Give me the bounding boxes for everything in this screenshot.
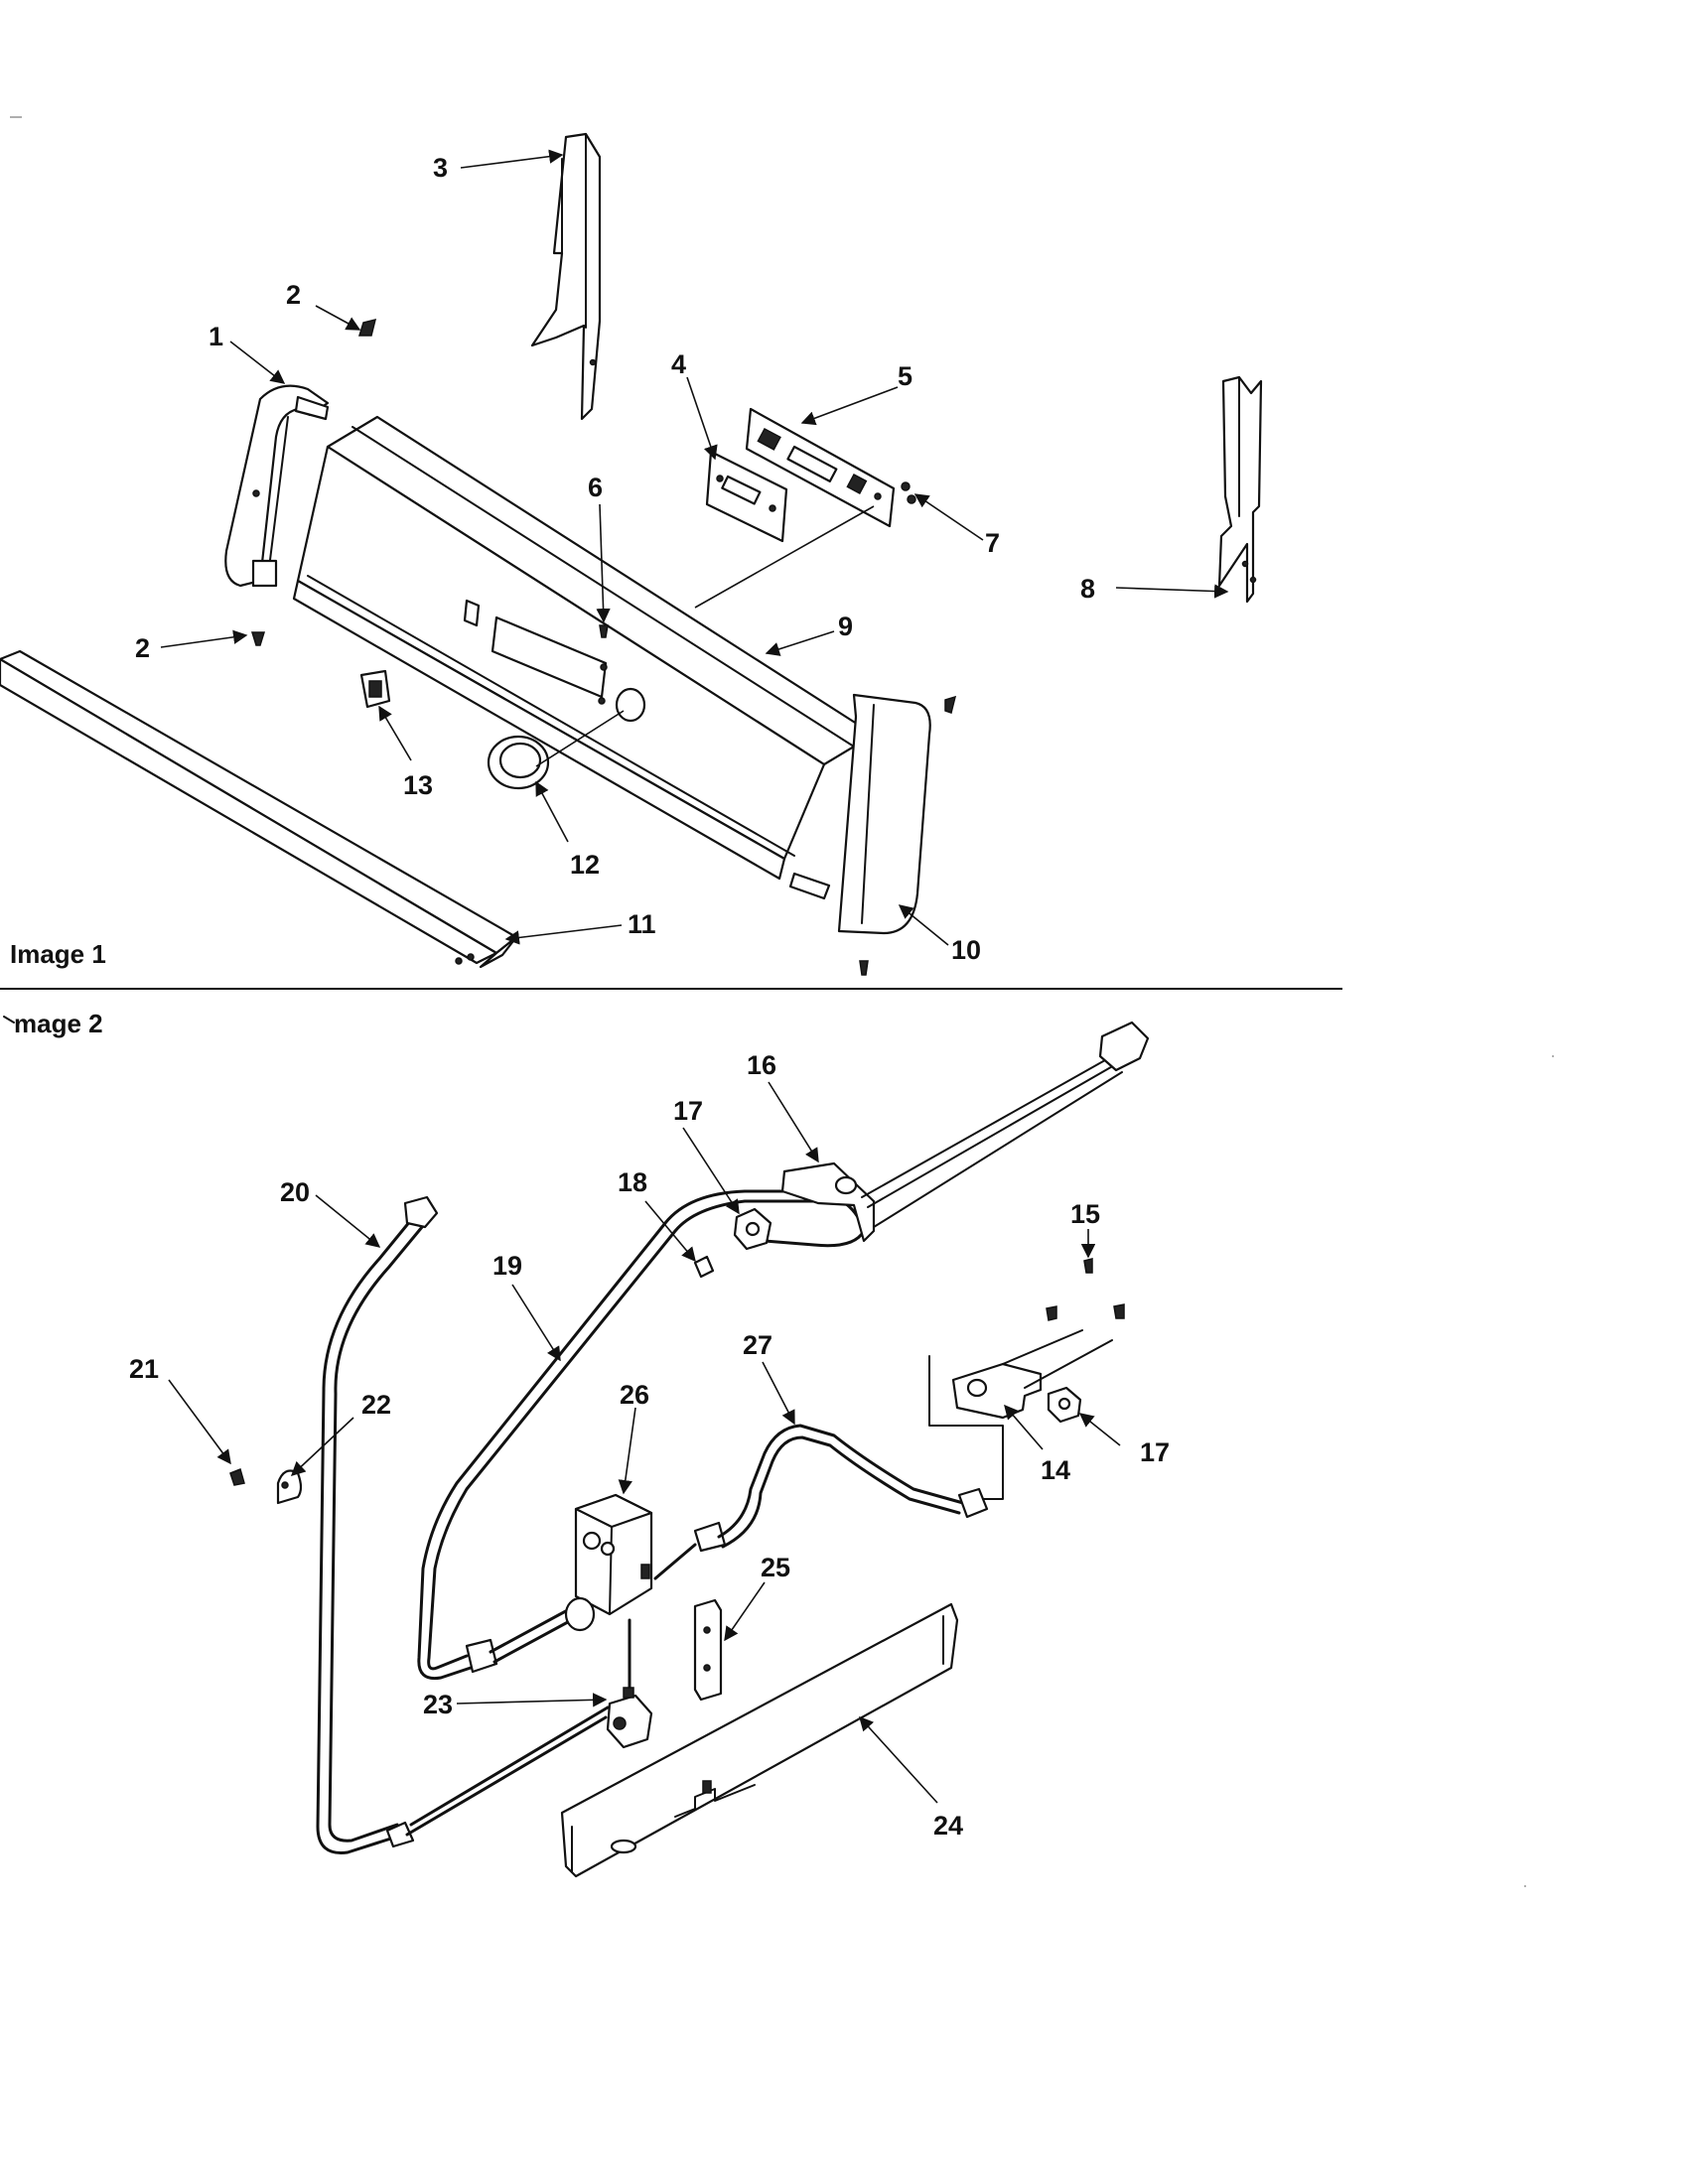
leader-26 <box>618 1407 636 1495</box>
leader-12 <box>535 780 569 843</box>
callout-6: 6 <box>588 473 603 502</box>
part-11-trim-rail <box>0 649 518 969</box>
part-3-vertical-bracket <box>530 132 602 421</box>
callout-24: 24 <box>933 1811 963 1841</box>
leader-11 <box>504 924 623 945</box>
callout-14: 14 <box>1041 1455 1070 1485</box>
leader-9-board <box>694 505 875 609</box>
part-24-mounting-bracket <box>560 1602 959 1878</box>
callout-11: 11 <box>628 909 656 939</box>
callout-1: 1 <box>209 322 223 351</box>
image2-gas-tubing-group: mage 2 <box>3 1009 1170 1878</box>
leader-4 <box>686 376 718 461</box>
callout-13: 13 <box>403 770 433 800</box>
leader-27 <box>762 1361 795 1426</box>
part-13-clip <box>359 669 391 709</box>
part-7-screws <box>901 481 916 504</box>
part-15-screws <box>1046 1258 1125 1321</box>
part-23-pilot-fitting <box>606 1687 653 1749</box>
part-4-control-overlay <box>705 450 788 543</box>
leader-2b <box>160 629 248 648</box>
callout-21: 21 <box>129 1354 159 1384</box>
callout-10: 10 <box>951 935 981 965</box>
leader-17a <box>682 1127 740 1215</box>
part-18-fitting <box>693 1255 715 1279</box>
callout-19: 19 <box>492 1251 522 1281</box>
leader-14 <box>1004 1404 1044 1450</box>
part-8-right-bracket <box>1217 375 1263 604</box>
callout-26: 26 <box>620 1380 649 1410</box>
part-2-screw-top <box>357 318 377 337</box>
callout-9: 9 <box>838 612 853 641</box>
callout-17b: 17 <box>1140 1437 1170 1467</box>
part-27-tube <box>693 1424 989 1553</box>
part-26-valve <box>564 1493 697 1698</box>
leader-23 <box>456 1693 608 1707</box>
part-9-backguard-panel <box>292 415 876 881</box>
part-14-bracket <box>928 1329 1113 1500</box>
part-10-screw-top <box>944 695 957 714</box>
callout-8: 8 <box>1080 574 1095 604</box>
part-17-nut-right <box>1047 1386 1082 1424</box>
part-10-screw-bottom <box>859 960 869 976</box>
leader-knob-to-hole <box>535 710 625 767</box>
leader-5 <box>800 386 899 426</box>
part-12-knob <box>487 735 550 790</box>
callout-5: 5 <box>898 361 912 391</box>
callout-18: 18 <box>618 1167 647 1197</box>
part-20-tube <box>316 1195 610 1854</box>
callout-25: 25 <box>761 1553 790 1582</box>
callout-4: 4 <box>671 349 686 379</box>
part-10-right-end-cap <box>788 693 931 935</box>
callout-12: 12 <box>570 850 600 880</box>
callout-23: 23 <box>423 1690 453 1719</box>
leader-21 <box>168 1379 231 1465</box>
leader-9 <box>765 630 835 656</box>
leader-22 <box>290 1417 354 1476</box>
leader-18 <box>644 1200 696 1263</box>
part-2-screw-bottom <box>250 631 266 646</box>
section-label-mark <box>3 1016 15 1024</box>
section-label-image-2: mage 2 <box>14 1009 103 1038</box>
callout-20: 20 <box>280 1177 310 1207</box>
leader-24 <box>859 1715 938 1804</box>
leader-1 <box>229 341 286 384</box>
callout-2b: 2 <box>135 633 150 663</box>
leader-17b <box>1078 1413 1121 1446</box>
callout-22: 22 <box>361 1390 391 1420</box>
part-25-bracket <box>693 1598 723 1702</box>
callout-3: 3 <box>433 153 448 183</box>
leader-3 <box>460 149 564 169</box>
scan-specks <box>10 116 1554 1887</box>
leader-2a <box>315 305 361 331</box>
part-22-clamp <box>276 1469 303 1505</box>
leader-20 <box>315 1194 381 1248</box>
part-19-tube <box>417 1189 866 1681</box>
callout-15: 15 <box>1070 1199 1100 1229</box>
part-1-left-end-cap <box>224 384 330 588</box>
image1-control-panel-group: 1 2 2 3 4 5 6 7 8 9 10 11 12 13 Image 1 <box>0 132 1263 976</box>
leader-7 <box>913 493 984 541</box>
leader-19 <box>511 1284 561 1362</box>
callout-27: 27 <box>743 1330 772 1360</box>
callout-17a: 17 <box>673 1096 703 1126</box>
part-5-control-board <box>745 407 896 528</box>
leader-6 <box>596 503 611 623</box>
section-label-image-1: Image 1 <box>10 939 106 969</box>
part-6-screws <box>599 624 609 638</box>
leader-16 <box>768 1081 819 1163</box>
part-21-screw <box>229 1467 245 1486</box>
callout-7: 7 <box>985 528 1000 558</box>
callout-16: 16 <box>747 1050 776 1080</box>
leader-25 <box>724 1581 766 1642</box>
callout-2a: 2 <box>286 280 301 310</box>
leader-10 <box>898 904 949 946</box>
leader-13 <box>378 705 412 761</box>
part-16-bracket <box>780 1021 1150 1243</box>
leader-8 <box>1115 584 1229 599</box>
part-17-nut-top <box>733 1207 772 1251</box>
